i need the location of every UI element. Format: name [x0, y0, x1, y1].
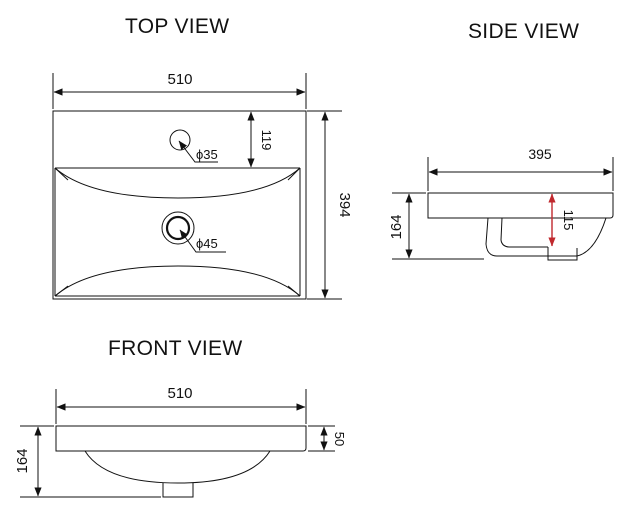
front-view-title: FRONT VIEW: [108, 337, 243, 360]
drain-label: ϕ45: [196, 236, 218, 251]
front-bowl: [84, 450, 271, 484]
front-rim-label: 50: [332, 432, 347, 446]
side-bowl-depth-label: 115: [561, 210, 576, 231]
side-depth-label: 395: [528, 146, 552, 162]
bowl-bottom-curve: [54, 265, 301, 297]
front-width-label: 510: [167, 385, 192, 402]
front-height-label: 164: [14, 448, 31, 473]
tap-hole: [169, 129, 191, 151]
top-view: [52, 73, 342, 300]
tap-hole-leader: [178, 140, 218, 163]
corner-line-tl: [54, 167, 69, 181]
front-rim: [55, 425, 307, 452]
bowl-top-curve: [54, 167, 301, 199]
tap-hole-label: ϕ35: [196, 147, 218, 162]
front-drain: [162, 483, 194, 498]
side-bowl-inner: [500, 217, 548, 248]
side-view: [392, 157, 614, 261]
side-drain: [547, 247, 578, 261]
side-height-label: 164: [388, 214, 405, 239]
top-depth-label: 394: [336, 192, 353, 217]
top-view-title: TOP VIEW: [125, 15, 230, 38]
tap-offset-label: 119: [259, 130, 274, 151]
side-rim: [427, 192, 614, 219]
drain-inner: [165, 215, 191, 241]
drain-outer: [161, 211, 195, 245]
corner-line-br: [287, 285, 301, 297]
side-bowl-outer: [485, 217, 607, 257]
corner-line-tr: [287, 167, 301, 181]
corner-line-bl: [54, 285, 69, 297]
top-width-label: 510: [167, 71, 192, 88]
side-view-title: SIDE VIEW: [468, 20, 580, 43]
front-view: [20, 389, 335, 498]
drain-leader: [179, 229, 226, 253]
basin-outline-top: [52, 110, 307, 300]
